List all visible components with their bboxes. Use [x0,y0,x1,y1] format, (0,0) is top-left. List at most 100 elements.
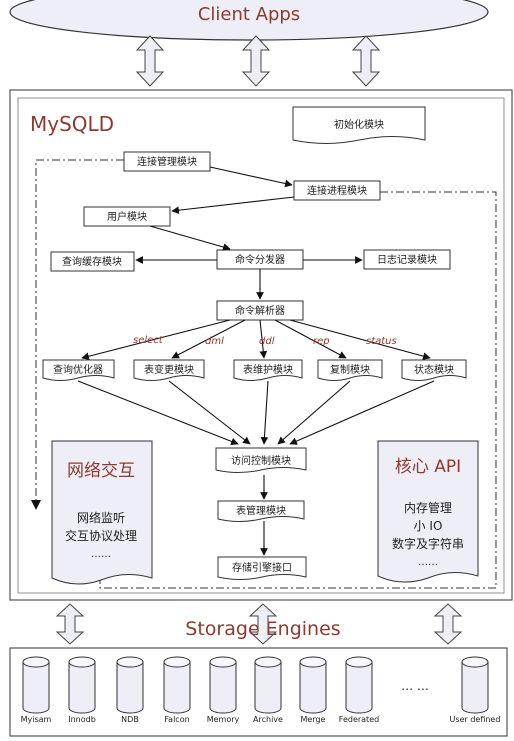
network-dots: …… [91,549,111,560]
cylinder-top [345,656,373,668]
dashdot-arrowhead-left [31,500,41,510]
core-api-line3: 数字及字符串 [392,536,464,551]
svg-text:存储引擎接口: 存储引擎接口 [232,561,292,574]
mysqld-title: MySQLD [30,112,114,136]
cylinder-top [163,656,191,668]
svg-text:复制模块: 复制模块 [330,363,370,376]
label-select: select [133,335,164,346]
cylinder-body [68,661,96,714]
svg-text:命令分发器: 命令分发器 [235,253,285,266]
cylinder-top [22,656,50,668]
command-parser: 命令解析器 [216,300,304,321]
core-api-line1: 内存管理 [404,500,452,515]
svg-text:日志记录模块: 日志记录模块 [377,253,437,266]
flow-arrows-upper [81,166,431,361]
svg-text:连接进程模块: 连接进程模块 [307,184,367,197]
engine-merge: Merge [299,656,327,724]
double-arrow-1 [135,35,165,87]
engine-label: Innodb [68,715,96,724]
connection-manager-module: 连接管理模块 [123,151,211,172]
engine-label: NDB [121,715,139,724]
double-arrow-3 [351,35,381,87]
connection-process-module: 连接进程模块 [293,180,381,201]
query-optimizer-module: 查询优化器 [42,359,115,381]
server-storage-connectors [55,603,463,645]
status-module: 状态模块 [401,359,467,381]
cylinder-top [299,656,327,668]
svg-text:命令解析器: 命令解析器 [235,304,285,317]
engine-label: Federated [339,715,379,724]
svg-text:查询优化器: 查询优化器 [53,363,103,376]
network-line2: 交互协议处理 [65,528,137,543]
label-dml: dml [205,336,224,347]
engine-falcon: Falcon [163,656,191,724]
cylinder-top [209,656,237,668]
svg-text:连接管理模块: 连接管理模块 [137,155,197,168]
engine-user-defined: User defined [450,656,501,724]
storage-interface-module: 存储引擎接口 [217,556,307,580]
user-module: 用户模块 [83,206,171,227]
label-rep: rep [313,336,330,347]
cylinder-top [461,656,489,668]
table-change-module: 表变更模块 [133,359,205,381]
svg-text:状态模块: 状态模块 [414,363,454,376]
double-arrow-2 [241,35,271,87]
network-line1: 网络监听 [77,510,125,525]
log-module: 日志记录模块 [363,249,451,270]
cylinder-top [254,656,282,668]
core-api-dots: …… [418,557,438,568]
cylinder-body [299,661,327,714]
replication-module: 复制模块 [317,359,383,381]
double-arrow-6 [433,603,463,645]
core-api-line2: 小 IO [414,519,443,533]
network-title: 网络交互 [67,461,135,481]
network-panel: 网络交互 网络监听 交互协议处理 …… [51,440,153,585]
engine-label: Memory [207,715,240,724]
engine-label: User defined [450,715,501,724]
engine-myisam: Myisam [21,656,52,724]
svg-text:查询缓存模块: 查询缓存模块 [62,255,122,268]
engine-label: Archive [253,715,283,724]
svg-text:表变更模块: 表变更模块 [144,363,194,376]
cylinder-body [254,661,282,714]
engine-federated: Federated [339,656,379,724]
cylinder-body [22,661,50,714]
cylinder-body [461,661,489,714]
cylinder-top [116,656,144,668]
cylinder-body [163,661,191,714]
core-api-title: 核心 API [395,457,461,477]
double-arrow-4 [55,603,85,645]
double-arrow-5 [248,603,278,645]
engine-ndb: NDB [116,656,144,724]
table-maintenance-module: 表维护模块 [233,359,303,381]
cylinder-body [116,661,144,714]
storage-engines-title: Storage Engines [185,618,340,640]
engine-innodb: Innodb [68,656,96,724]
svg-text:访问控制模块: 访问控制模块 [231,454,291,467]
access-control-module: 访问控制模块 [215,447,307,473]
init-module: 初始化模块 [292,106,426,144]
core-api-panel: 核心 API 内存管理 小 IO 数字及字符串 …… [377,440,479,583]
label-ddl: ddl [259,336,275,347]
dashdot-lines [35,159,497,589]
svg-text:用户模块: 用户模块 [107,210,147,223]
cylinder-body [209,661,237,714]
svg-text:表管理模块: 表管理模块 [236,504,286,517]
command-dispatcher: 命令分发器 [216,249,304,270]
cylinder-body [345,661,373,714]
client-apps-node: Client Apps [9,0,489,41]
query-cache-module: 查询缓存模块 [50,251,135,272]
mysqld-inner-frame [17,97,505,594]
label-status: status [366,336,397,347]
client-server-connectors [135,35,381,87]
engines-ellipsis: … … [401,679,429,693]
svg-text:初始化模块: 初始化模块 [334,118,384,131]
engine-memory: Memory [207,656,240,724]
svg-text:表维护模块: 表维护模块 [243,363,293,376]
engine-label: Myisam [21,715,52,724]
engine-label: Falcon [164,715,189,724]
cylinder-top [68,656,96,668]
client-apps-label: Client Apps [198,4,300,25]
